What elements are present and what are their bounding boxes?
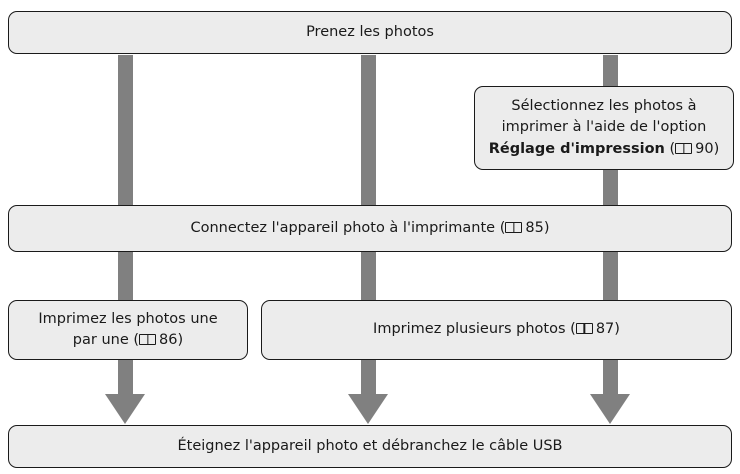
step-select-photos: Sélectionnez les photos à imprimer à l'a… xyxy=(474,86,734,170)
print-one-line1: Imprimez les photos une xyxy=(38,310,218,327)
connector-right-bottom xyxy=(603,250,618,302)
page-number: 85 xyxy=(525,219,544,236)
step-turn-off-label: Éteignez l'appareil photo et débranchez … xyxy=(177,437,563,454)
page-number: 87 xyxy=(595,321,615,338)
step-connect-label: Connectez l'appareil photo à l'imprimant… xyxy=(190,219,496,236)
connector-center-bottom xyxy=(361,358,376,396)
step-turn-off: Éteignez l'appareil photo et débranchez … xyxy=(8,425,732,468)
book-icon xyxy=(675,142,693,154)
connector-left-top xyxy=(118,55,133,207)
connector-right-lower xyxy=(603,358,618,396)
page-reference: (90) xyxy=(669,140,720,157)
step-print-one-by-one: Imprimez les photos une par une (86) xyxy=(8,300,248,360)
connector-right-top xyxy=(603,55,618,88)
connector-left-mid xyxy=(118,250,133,302)
page-number: 90 xyxy=(695,140,714,157)
page-reference: (85) xyxy=(499,219,550,236)
step-connect: Connectez l'appareil photo à l'imprimant… xyxy=(8,205,732,252)
arrow-down-left xyxy=(105,394,145,424)
step-print-multiple-label: Imprimez plusieurs photos xyxy=(373,321,566,338)
connector-center-mid xyxy=(361,250,376,302)
step-take-photos: Prenez les photos xyxy=(8,11,732,54)
print-one-line2: par une xyxy=(72,332,129,348)
select-photos-line1: Sélectionnez les photos à xyxy=(511,98,697,115)
connector-left-bottom xyxy=(118,358,133,396)
book-icon xyxy=(139,334,157,345)
select-photos-line2: imprimer à l'aide de l'option xyxy=(501,119,707,136)
arrow-down-right xyxy=(590,394,630,424)
step-print-multiple: Imprimez plusieurs photos (87) xyxy=(261,300,732,360)
book-icon xyxy=(575,323,593,335)
page-reference: (87) xyxy=(570,321,620,338)
arrow-down-center xyxy=(348,394,388,424)
step-take-photos-label: Prenez les photos xyxy=(306,23,434,40)
page-reference: (86) xyxy=(133,332,184,348)
connector-right-mid xyxy=(603,168,618,208)
connector-center-top xyxy=(361,55,376,207)
book-icon xyxy=(505,221,523,233)
page-number: 86 xyxy=(159,332,178,348)
print-order-option: Réglage d'impression xyxy=(488,140,665,157)
